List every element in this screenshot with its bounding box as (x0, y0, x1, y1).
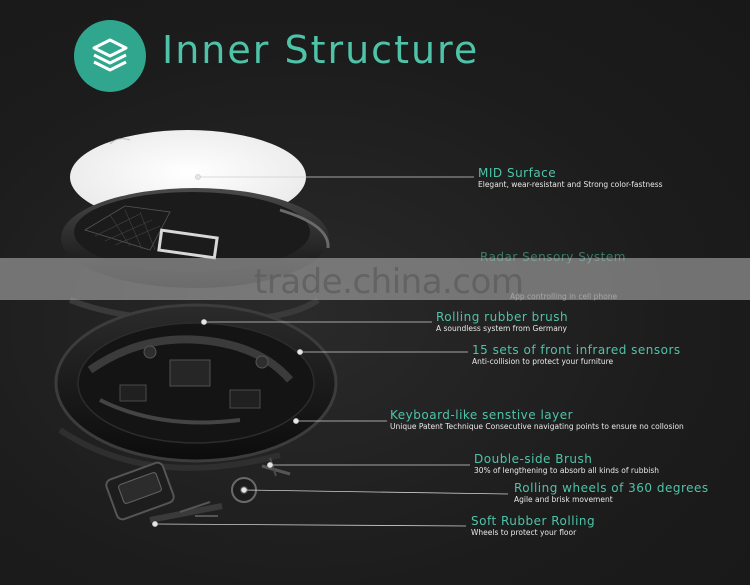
side-brush (261, 457, 291, 477)
label-double-side-brush: Double-side Brush 30% of lengthening to … (474, 452, 659, 476)
label-desc: Agile and brisk movement (514, 495, 613, 504)
chassis-body (54, 303, 338, 471)
label-rolling-wheels: Rolling wheels of 360 degrees Agile and … (514, 481, 709, 505)
label-desc: Wheels to protect your floor (471, 528, 577, 537)
label-mid-surface: MID Surface Elegant, wear-resistant and … (478, 166, 663, 190)
leader-lines (152, 174, 509, 527)
label-name: Keyboard-like senstive layer (390, 408, 574, 422)
label-desc: A soundless system from Germany (436, 324, 567, 333)
label-name: Soft Rubber Rolling (471, 514, 596, 528)
page-title: Inner Structure (162, 28, 480, 72)
label-name: Double-side Brush (474, 452, 593, 466)
label-name: MID Surface (478, 166, 557, 180)
label-desc: 30% of lengthening to absorb all kinds o… (474, 466, 660, 475)
label-desc: Elegant, wear-resistant and Strong color… (478, 180, 663, 189)
label-name: 15 sets of front infrared sensors (472, 343, 681, 357)
label-soft-rubber-rolling: Soft Rubber Rolling Wheels to protect yo… (471, 514, 595, 538)
label-keyboard-layer: Keyboard-like senstive layer Unique Pate… (390, 408, 684, 432)
label-desc: Anti-collision to protect your furniture (472, 357, 614, 366)
label-name: Rolling rubber brush (436, 310, 569, 324)
layers-icon (92, 38, 128, 72)
label-name: Rolling wheels of 360 degrees (514, 481, 709, 495)
label-desc: Unique Patent Technique Consecutive navi… (390, 422, 684, 431)
wheel-module (105, 461, 223, 523)
label-rolling-brush: Rolling rubber brush A soundless system … (436, 310, 568, 334)
label-infrared-sensors: 15 sets of front infrared sensors Anti-c… (472, 343, 681, 367)
title-badge (74, 20, 146, 92)
watermark-text: trade.china.com (254, 262, 524, 302)
watermark-band (0, 258, 750, 300)
